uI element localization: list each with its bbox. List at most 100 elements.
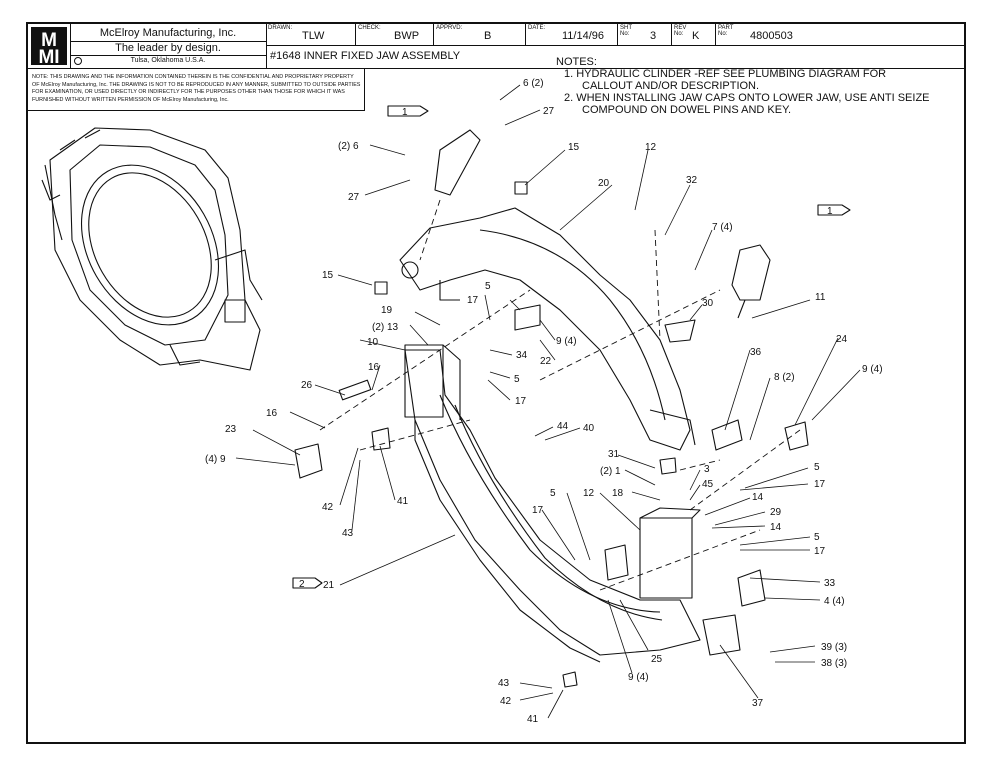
callout: 25 bbox=[651, 654, 663, 665]
reference-flag-1-upper bbox=[387, 105, 429, 117]
rev-cell: REV No: K bbox=[672, 24, 716, 45]
callout: 5 bbox=[814, 532, 820, 543]
upper-arm bbox=[399, 207, 696, 451]
part-value: 4800503 bbox=[750, 30, 793, 42]
callout: 16 bbox=[368, 362, 380, 373]
check-value: BWP bbox=[394, 30, 420, 42]
callout: 9 (4) bbox=[556, 336, 577, 347]
callout: 43 bbox=[498, 678, 510, 689]
callout: 33 bbox=[824, 578, 836, 589]
callout: (4) 9 bbox=[205, 454, 226, 465]
callout: 31 bbox=[608, 449, 620, 460]
sheet-cell: SHT No: 3 bbox=[618, 24, 672, 45]
svg-text:M: M bbox=[41, 30, 57, 51]
callout: 5 bbox=[550, 488, 556, 499]
reference-flag-1-right bbox=[817, 204, 851, 216]
drawing-sheet: M MI McElroy Manufacturing, Inc. The lea… bbox=[26, 22, 966, 744]
callout: 37 bbox=[752, 698, 764, 709]
callout: 45 bbox=[702, 479, 714, 490]
callout: 1 bbox=[827, 206, 833, 217]
callout: 6 (2) bbox=[523, 78, 544, 89]
callout: 14 bbox=[752, 492, 764, 503]
callout: 32 bbox=[686, 175, 698, 186]
callout: 41 bbox=[527, 714, 539, 725]
callout: 20 bbox=[598, 178, 610, 189]
callout: 30 bbox=[702, 298, 714, 309]
leader-lines bbox=[235, 84, 861, 719]
part-cell: PART No: 4800503 bbox=[718, 25, 793, 42]
callout: 9 (4) bbox=[628, 672, 649, 683]
callout: 42 bbox=[500, 696, 512, 707]
callout: 43 bbox=[342, 528, 354, 539]
callout: 23 bbox=[225, 424, 237, 435]
callout: 17 bbox=[814, 546, 826, 557]
company-tagline: The leader by design. bbox=[70, 41, 266, 56]
callout: 19 bbox=[381, 305, 393, 316]
callout: 14 bbox=[770, 522, 782, 533]
callout: (2) 6 bbox=[338, 141, 359, 152]
mmi-logo: M MI bbox=[28, 24, 71, 68]
callout: 26 bbox=[301, 380, 313, 391]
registered-mark-icon bbox=[74, 57, 82, 65]
callout: 16 bbox=[266, 408, 278, 419]
callout: 5 bbox=[814, 462, 820, 473]
callout: 21 bbox=[323, 580, 335, 591]
callout: 34 bbox=[516, 350, 528, 361]
callout: 17 bbox=[467, 295, 479, 306]
callout: 27 bbox=[543, 106, 555, 117]
callout: 27 bbox=[348, 192, 360, 203]
callout: 15 bbox=[568, 142, 580, 153]
callout: 22 bbox=[540, 356, 552, 367]
company-location: Tulsa, Oklahoma U.S.A. bbox=[130, 57, 206, 64]
callout: 10 bbox=[367, 337, 379, 348]
notes-heading: NOTES: bbox=[556, 56, 597, 68]
title-block: M MI McElroy Manufacturing, Inc. The lea… bbox=[28, 24, 964, 69]
assembly-centerlines bbox=[319, 199, 801, 591]
callout: 15 bbox=[322, 270, 334, 281]
sheet-value: 3 bbox=[650, 30, 657, 42]
callout: 36 bbox=[750, 347, 762, 358]
callout: 44 bbox=[557, 421, 569, 432]
apprvd-value: B bbox=[484, 30, 492, 42]
isometric-assembly-view bbox=[41, 127, 263, 371]
callout: 12 bbox=[645, 142, 657, 153]
callout: 18 bbox=[612, 488, 624, 499]
reference-flag-2 bbox=[292, 577, 323, 589]
callout: (2) 13 bbox=[372, 322, 399, 333]
callout: 9 (4) bbox=[862, 364, 883, 375]
proprietary-note-box bbox=[28, 68, 365, 111]
note-1: 1. HYDRAULIC CLINDER -REF SEE PLUMBING D… bbox=[564, 68, 887, 80]
callout: 39 (3) bbox=[821, 642, 847, 653]
callout: 40 bbox=[583, 423, 595, 434]
note-1-cont: CALLOUT AND/OR DESCRIPTION. bbox=[582, 80, 760, 92]
drawn-cell: DRAWN: TLW bbox=[266, 24, 356, 45]
date-cell: DATE: 11/14/96 bbox=[526, 24, 618, 45]
drawn-value: TLW bbox=[302, 30, 325, 42]
check-cell: CHECK: BWP bbox=[356, 24, 434, 45]
callout: 17 bbox=[814, 479, 826, 490]
lower-jaw-frame bbox=[404, 344, 701, 663]
proprietary-note: NOTE: THIS DRAWING AND THE INFORMATION C… bbox=[32, 74, 361, 103]
rev-value: K bbox=[692, 30, 700, 42]
callout: 17 bbox=[515, 396, 527, 407]
callout: 12 bbox=[583, 488, 595, 499]
note-2: 2. WHEN INSTALLING JAW CAPS ONTO LOWER J… bbox=[564, 92, 930, 104]
callout: 3 bbox=[704, 464, 710, 475]
date-value: 11/14/96 bbox=[562, 30, 605, 42]
drawing-title-row: #1648 INNER FIXED JAW ASSEMBLY bbox=[266, 45, 964, 68]
drawing-title: #1648 INNER FIXED JAW ASSEMBLY bbox=[270, 50, 461, 62]
part-callouts: 6 (2) 27 (2) 6 27 15 12 20 32 7 (4) 1 1 … bbox=[205, 78, 883, 725]
callout: 42 bbox=[322, 502, 334, 513]
callout: 17 bbox=[532, 505, 544, 516]
callout: 29 bbox=[770, 507, 782, 518]
callout: 1 bbox=[402, 107, 408, 118]
callout: 8 (2) bbox=[774, 372, 795, 383]
callout: 7 (4) bbox=[712, 222, 733, 233]
callout: 2 bbox=[299, 579, 305, 590]
callout: 5 bbox=[514, 374, 520, 385]
callout: 11 bbox=[815, 292, 826, 303]
callout: 38 (3) bbox=[821, 658, 847, 669]
hydraulic-cylinder bbox=[434, 129, 771, 319]
assembly-notes: NOTES: 1. HYDRAULIC CLINDER -REF SEE PLU… bbox=[556, 56, 930, 116]
